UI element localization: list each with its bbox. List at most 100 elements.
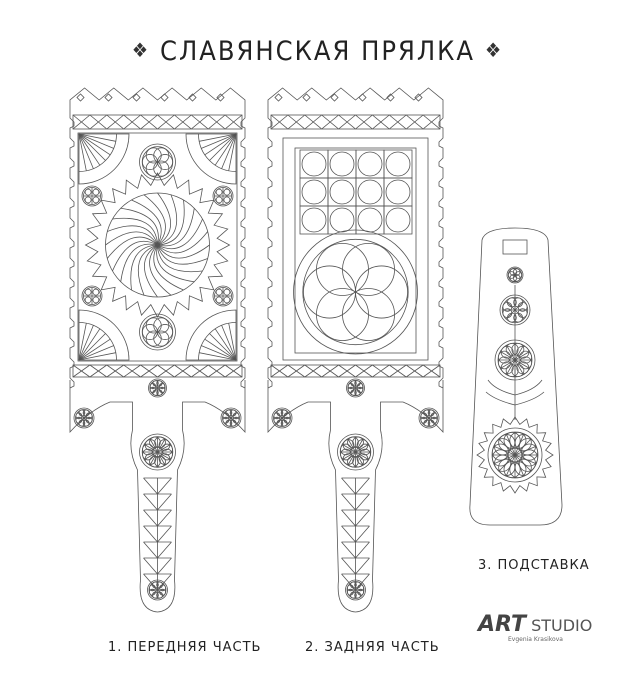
fan-ray (199, 352, 237, 361)
central-swirl (105, 192, 210, 298)
swirl-arc (157, 231, 209, 254)
frieze-cross (89, 364, 108, 378)
fan-ray (228, 133, 237, 171)
crest-diamond (358, 93, 367, 102)
rosette-petal (92, 296, 100, 304)
back-panel (282, 137, 429, 361)
shoulder-rosette (418, 407, 440, 429)
swirl-arc (157, 192, 171, 246)
rosette-petal (151, 581, 159, 589)
rosette-petal (494, 438, 512, 456)
swirl-arc (157, 208, 195, 247)
crest-diamond (274, 93, 283, 102)
rosette-petal (84, 188, 92, 196)
rosette-petal (273, 416, 281, 424)
rosette-spoke (500, 359, 516, 369)
rosette-spoke (355, 451, 369, 460)
frieze-cross (157, 364, 175, 378)
rosette-petal (505, 342, 519, 356)
handle-lattice (341, 541, 370, 559)
fan-ray (209, 333, 237, 361)
fan-ray (78, 133, 116, 142)
swirl-ring (105, 192, 210, 298)
rosette-petal (427, 419, 435, 427)
rosette-petal (225, 409, 233, 417)
flower-ring (506, 266, 524, 284)
frieze-cross (224, 114, 243, 130)
frieze-cross (372, 114, 390, 130)
rosette-ring (220, 407, 242, 429)
stand-rosette-large (487, 427, 543, 483)
rosette-petal (223, 196, 231, 204)
rosette-petal (491, 449, 509, 467)
rosette-petal (229, 419, 237, 427)
grid-cell (383, 205, 413, 235)
frieze-cross (372, 364, 390, 378)
rosette-spoke (506, 345, 516, 361)
grid-cell (299, 205, 329, 235)
logo-studio: STUDIO (531, 616, 593, 635)
swirl-arc (107, 225, 158, 246)
frieze-rosette (148, 378, 167, 398)
crest-diamond (414, 93, 423, 102)
rosette-petal (142, 448, 154, 461)
rosette-petal (280, 419, 288, 427)
rosette-petal (359, 443, 371, 456)
rosette-petal (356, 383, 364, 390)
frieze-cross (355, 114, 373, 130)
rosette-petal (340, 448, 352, 461)
rosette-ring (73, 407, 95, 429)
frieze-cross (287, 364, 306, 378)
handle-medallion (139, 433, 176, 471)
swirl-arc (157, 218, 203, 250)
fan-ray (78, 133, 111, 156)
side-rosette (81, 185, 103, 207)
crest-diamond (76, 93, 85, 102)
rosette-ring (494, 339, 536, 381)
rosette-ring (147, 579, 168, 601)
fan-ray (78, 133, 114, 149)
back-inner-frame (294, 147, 417, 354)
frieze-cross (422, 114, 441, 130)
frieze-cross (304, 364, 322, 378)
grid-circle (329, 207, 355, 233)
rosette-petal (430, 412, 438, 420)
crest-diamond (216, 93, 225, 102)
grid-circle (329, 179, 355, 205)
rosette-petal (511, 364, 525, 378)
rosette-petal (223, 296, 231, 304)
rosette-petal (222, 416, 230, 424)
crest-diamond (302, 93, 311, 102)
crest-diamond (386, 93, 395, 102)
handle-lattice (341, 493, 370, 511)
frieze-cross (191, 364, 209, 378)
frieze-cross (72, 364, 91, 378)
handle-lattice (143, 509, 172, 527)
rosette-ring (212, 285, 234, 307)
rosette-petal (347, 386, 355, 393)
handle-lattice (143, 477, 172, 495)
swirl-arc (153, 244, 184, 291)
rosette-petal (517, 301, 528, 312)
rosette-spoke (355, 438, 364, 453)
rosette-petal (159, 584, 166, 592)
rosette-ring (81, 285, 103, 307)
rosette-spoke (514, 359, 530, 369)
rosette-petal (506, 297, 517, 308)
rosette-petal (92, 188, 100, 196)
swirl-arc (120, 207, 159, 246)
fan-ray (204, 338, 237, 361)
crest-diamond (188, 93, 197, 102)
rosette-spoke (342, 444, 356, 453)
rosette-petal (156, 591, 164, 599)
frieze-cross (405, 114, 424, 130)
rosette-petal (223, 188, 231, 196)
rosette-ring (148, 378, 167, 398)
handle-lattice (341, 509, 370, 527)
swirl-arc (149, 244, 172, 296)
handle-rosette (147, 579, 168, 601)
frieze-cross (207, 114, 226, 130)
swirl-arc (157, 244, 203, 273)
frieze-cross (389, 364, 407, 378)
rosette-petal (513, 312, 524, 323)
